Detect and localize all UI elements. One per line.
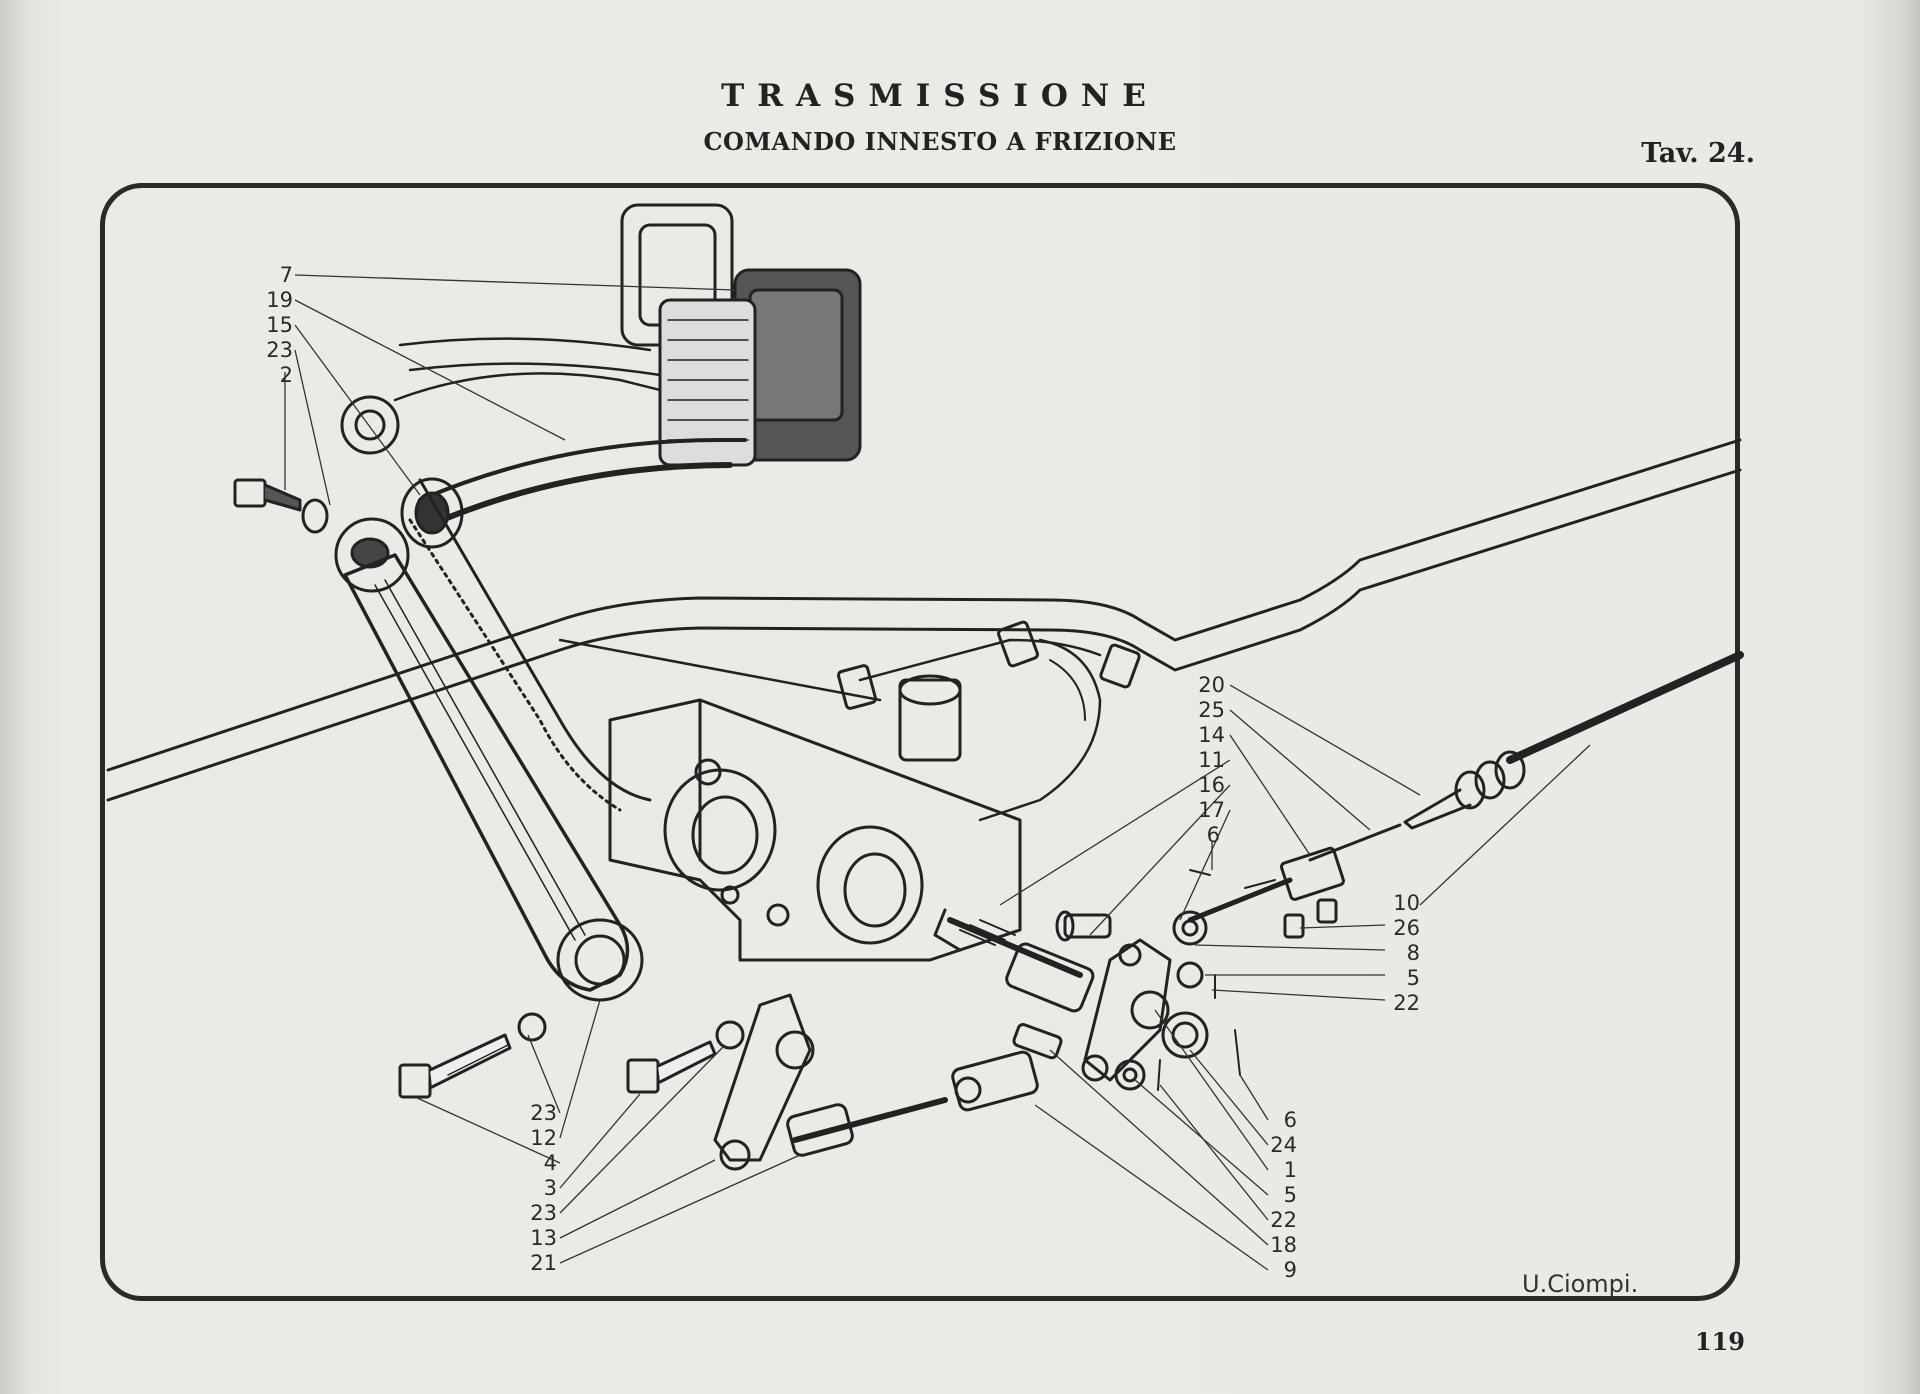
callout-label: 3 [544,1176,557,1200]
callout-label: 20 [1198,673,1225,697]
callout-label: 10 [1393,891,1420,915]
callout-label: 8 [1407,941,1420,965]
callout-label: 2 [280,363,293,387]
clamp-block [1283,913,1305,939]
callout-label: 6 [1207,823,1220,847]
adjusting-rod [933,908,1095,1013]
clutch-lever [343,553,630,992]
illustrator-signature: U.Ciompi. [1522,1270,1639,1298]
callout-label: 24 [1270,1133,1297,1157]
pedal-arm [418,438,747,502]
callout-label: 5 [1407,966,1420,990]
callout-label: 15 [266,313,293,337]
callout-label: 6 [1284,1108,1297,1132]
page-subtitle: COMANDO INNESTO A FRIZIONE [703,127,1177,156]
lower-pin [1012,1023,1063,1060]
chassis-crossmember [106,438,1742,772]
callout-label: 12 [530,1126,557,1150]
page-title: TRASMISSIONE [721,78,1159,114]
callout-label: 23 [266,338,293,362]
pivot-boss [340,395,400,455]
callout-label: 23 [530,1101,557,1125]
clevis-pin [1055,910,1112,942]
lower-bolt-middle [626,1020,745,1094]
callout-label: 11 [1198,748,1225,772]
push-rod [786,1050,1039,1157]
callout-label: 25 [1198,698,1225,722]
lower-lever [713,993,815,1171]
callout-label: 19 [266,288,293,312]
callout-label: 7 [280,263,293,287]
callout-label: 23 [530,1201,557,1225]
lower-bolt-left [398,1012,547,1099]
plate-reference: Tav. 24. [1641,138,1755,169]
clutch-pedal-pad [620,203,862,467]
callout-label: 21 [530,1251,557,1275]
callout-label: 4 [544,1151,557,1175]
callout-label: 13 [530,1226,557,1250]
callout-label: 5 [1284,1183,1297,1207]
clutch-cable [1172,651,1744,946]
page-number: 119 [1694,1327,1745,1356]
upper-bolt [233,478,329,534]
master-cylinder [608,674,1022,962]
callout-label: 1 [1284,1158,1297,1182]
washer [1176,961,1204,989]
pipe-union [836,664,878,710]
callout-label: 9 [1284,1258,1297,1282]
bell-crank [1081,938,1172,1082]
callout-label: 26 [1393,916,1420,940]
callout-label: 14 [1198,723,1225,747]
callout-label: 17 [1198,798,1225,822]
callout-label: 22 [1393,991,1420,1015]
hydraulic-pipe [393,372,702,402]
illustration-frame [100,183,1740,1301]
callout-label: 18 [1270,1233,1297,1257]
callout-label: 16 [1198,773,1225,797]
callout-label: 22 [1270,1208,1297,1232]
